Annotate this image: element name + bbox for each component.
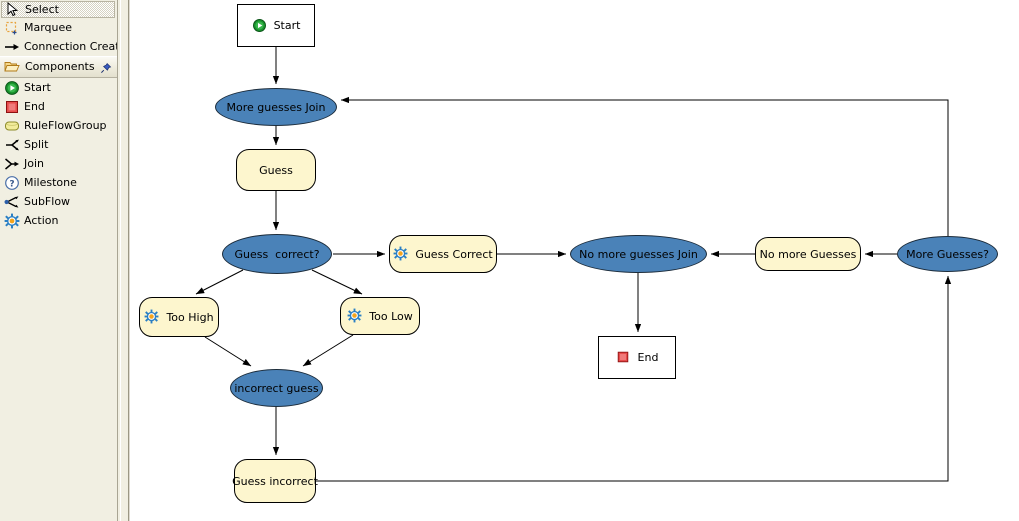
diagram-node-label: End: [637, 351, 659, 364]
palette-tool-label: Marquee: [24, 21, 73, 34]
join-icon: [4, 156, 20, 172]
palette-components-group: Start End: [0, 78, 117, 230]
palette-panel: Select Marquee: [0, 0, 118, 521]
palette-component-label: Split: [24, 138, 49, 151]
palette-section-label: Components: [25, 60, 95, 73]
action-gear-icon: [4, 213, 20, 229]
palette-component-label: Start: [24, 81, 51, 94]
cursor-arrow-icon: [5, 1, 21, 18]
action-gear-icon: [393, 246, 409, 262]
palette-scrollbar-track[interactable]: [120, 0, 127, 521]
action-gear-icon: [347, 308, 363, 324]
diagram-node-guess-correct[interactable]: Guess Correct: [389, 235, 497, 273]
diagram-node-label: More guesses Join: [226, 100, 326, 114]
palette-component-action[interactable]: Action: [0, 211, 117, 230]
start-play-icon: [4, 80, 20, 96]
palette-tool-label: Select: [25, 3, 59, 16]
palette-component-start[interactable]: Start: [0, 78, 117, 97]
folder-open-icon: [4, 59, 20, 75]
action-gear-icon: [144, 309, 160, 325]
diagram-node-incorrect-guess[interactable]: incorrect guess: [230, 369, 323, 407]
diagram-node-label: Too High: [166, 310, 214, 324]
palette-component-label: Join: [24, 157, 45, 170]
marquee-icon: [4, 20, 20, 36]
end-stop-icon: [616, 350, 632, 366]
palette-component-join[interactable]: Join: [0, 154, 117, 173]
svg-text:?: ?: [9, 179, 14, 189]
canvas-left-border: [129, 0, 130, 521]
palette-component-label: SubFlow: [24, 195, 71, 208]
diagram-node-label: No more guesses Join: [579, 247, 698, 261]
pin-icon[interactable]: [100, 61, 112, 81]
diagram-node-end[interactable]: End: [598, 336, 676, 379]
ruleflowgroup-icon: [4, 118, 20, 134]
subflow-icon: [4, 194, 20, 210]
diagram-node-label: Too Low: [369, 309, 413, 323]
diagram-node-label: Guess correct?: [234, 247, 320, 261]
palette-component-end[interactable]: End: [0, 97, 117, 116]
palette-tool-connection-creation[interactable]: Connection Creation: [0, 37, 117, 56]
diagram-node-label: More Guesses?: [906, 247, 989, 261]
diagram-node-label: No more Guesses: [759, 247, 857, 261]
palette-component-split[interactable]: Split: [0, 135, 117, 154]
palette-component-label: RuleFlowGroup: [24, 119, 107, 132]
diagram-node-label: Start: [273, 19, 301, 32]
diagram-node-too-high[interactable]: Too High: [139, 297, 219, 337]
diagram-node-label: incorrect guess: [234, 381, 319, 395]
diagram-node-label: Guess incorrect: [232, 474, 318, 488]
diagram-node-no-more-guesses[interactable]: No more Guesses: [755, 237, 861, 271]
diagram-node-no-more-guesses-join[interactable]: No more guesses Join: [570, 235, 707, 273]
palette-component-label: Action: [24, 214, 59, 227]
diagram-node-label: Guess: [259, 163, 293, 177]
palette-component-subflow[interactable]: SubFlow: [0, 192, 117, 211]
palette-scrollbar[interactable]: [118, 0, 129, 521]
milestone-question-icon: ?: [4, 175, 20, 191]
diagram-node-more-guesses-q[interactable]: More Guesses?: [897, 236, 998, 272]
diagram-node-more-guesses-join[interactable]: More guesses Join: [215, 88, 337, 126]
diagram-node-guess[interactable]: Guess: [236, 149, 316, 191]
palette-tools-group: Select Marquee: [0, 1, 117, 56]
arrow-right-icon: [4, 39, 20, 55]
palette-component-milestone[interactable]: ? Milestone: [0, 173, 117, 192]
split-icon: [4, 137, 20, 153]
diagram-node-label: Guess Correct: [415, 247, 493, 261]
palette-tool-label: Connection Creation: [24, 40, 117, 53]
palette-component-ruleflowgroup[interactable]: RuleFlowGroup: [0, 116, 117, 135]
diagram-node-guess-incorrect[interactable]: Guess incorrect: [232, 459, 318, 503]
end-stop-icon: [4, 99, 20, 115]
diagram-node-too-low[interactable]: Too Low: [340, 297, 420, 335]
palette-component-label: Milestone: [24, 176, 77, 189]
palette-section-components[interactable]: Components: [0, 56, 117, 81]
palette-component-label: End: [24, 100, 45, 113]
diagram-node-guess-correct-q[interactable]: Guess correct?: [222, 234, 332, 274]
start-play-icon: [252, 18, 268, 34]
palette-tool-marquee[interactable]: Marquee: [0, 18, 117, 37]
diagram-node-start[interactable]: Start: [237, 4, 315, 47]
palette-tool-select[interactable]: Select: [1, 1, 115, 18]
